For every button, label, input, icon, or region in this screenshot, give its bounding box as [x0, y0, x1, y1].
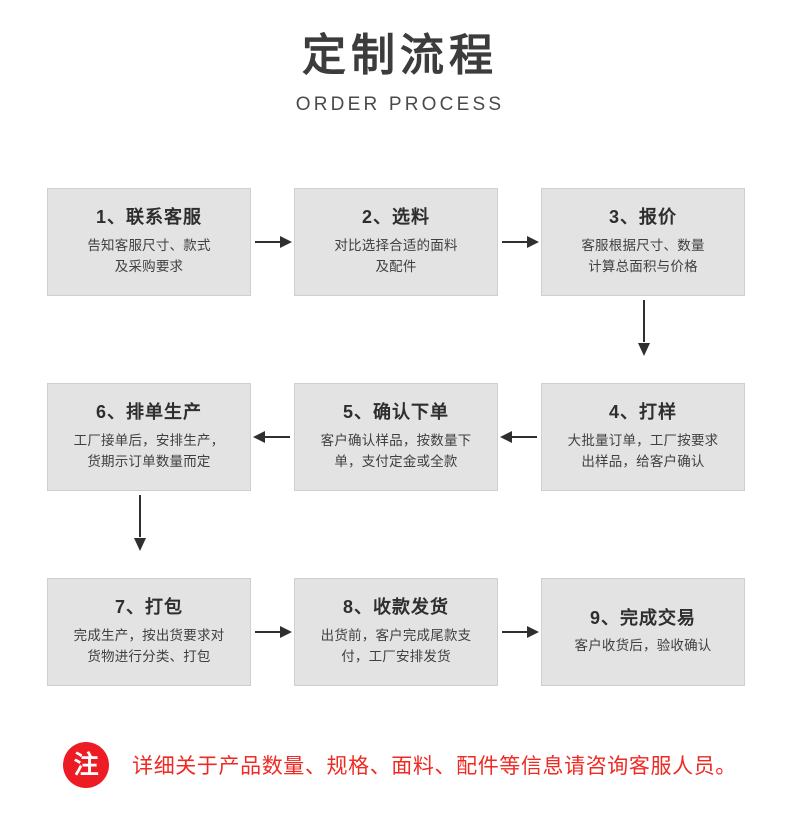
arrow-shaft — [139, 495, 141, 537]
step-description: 完成生产，按出货要求对 货物进行分类、打包 — [74, 626, 225, 668]
arrow-shaft — [255, 241, 282, 243]
process-step-box-5: 5、确认下单 客户确认样品，按数量下 单，支付定金或全款 — [294, 383, 498, 491]
step-title: 8、收款发货 — [342, 597, 449, 618]
page-title-cn: 定制流程 — [302, 31, 498, 80]
arrow-shaft — [263, 436, 290, 438]
process-step-box-7: 7、打包 完成生产，按出货要求对 货物进行分类、打包 — [47, 578, 251, 686]
step-title: 1、联系客服 — [95, 207, 202, 228]
arrow-right-icon — [498, 236, 541, 248]
page-title-en: ORDER PROCESS — [295, 94, 505, 116]
arrow-head — [253, 431, 265, 443]
process-step-box-6: 6、排单生产 工厂接单后，安排生产， 货期示订单数量而定 — [47, 383, 251, 491]
arrow-shaft — [502, 631, 529, 633]
step-description-line: 出样品，给客户确认 — [581, 453, 705, 469]
arrow-right-icon — [251, 626, 294, 638]
arrow-head — [527, 626, 539, 638]
step-description-line: 出货前，客户完成尾款支 — [320, 627, 472, 643]
process-step-box-4: 4、打样 大批量订单，工厂按要求 出样品，给客户确认 — [541, 383, 745, 491]
step-description: 告知客服尺寸、款式 及采购要求 — [87, 236, 210, 278]
process-step-box-2: 2、选料 对比选择合适的面料 及配件 — [294, 188, 498, 296]
arrow-left-icon — [251, 431, 294, 443]
step-description: 大批量订单，工厂按要求 出样品，给客户确认 — [568, 431, 719, 473]
step-description-line: 客户确认样品，按数量下 — [320, 432, 472, 448]
step-description: 客户收货后，验收确认 — [575, 636, 712, 657]
step-description-line: 工厂接单后，安排生产， — [73, 432, 225, 448]
flow-row-2: 6、排单生产 工厂接单后，安排生产， 货期示订单数量而定 5、确认下单 客户确认… — [47, 383, 745, 551]
arrow-left-icon — [498, 431, 541, 443]
step-description-line: 客户收货后，验收确认 — [574, 638, 712, 654]
step-description: 客户确认样品，按数量下 单，支付定金或全款 — [321, 431, 472, 473]
step-description-line: 单，支付定金或全款 — [334, 453, 458, 469]
step-description-line: 及采购要求 — [114, 258, 184, 274]
arrow-down-icon — [134, 495, 146, 551]
step-title: 6、排单生产 — [95, 402, 202, 423]
step-description: 对比选择合适的面料 及配件 — [334, 236, 457, 278]
arrow-shaft — [255, 631, 282, 633]
step-title: 2、选料 — [361, 207, 430, 228]
step-description: 工厂接单后，安排生产， 货期示订单数量而定 — [74, 431, 225, 473]
footer-note: 注 详细关于产品数量、规格、面料、配件等信息请咨询客服人员。 — [0, 742, 800, 788]
arrow-right-icon — [251, 236, 294, 248]
process-step-box-3: 3、报价 客服根据尺寸、数量 计算总面积与价格 — [541, 188, 745, 296]
process-step-box-8: 8、收款发货 出货前，客户完成尾款支 付，工厂安排发货 — [294, 578, 498, 686]
step-title: 5、确认下单 — [342, 402, 449, 423]
arrow-head — [527, 236, 539, 248]
arrow-right-icon — [498, 626, 541, 638]
arrow-shaft — [643, 300, 645, 342]
step-description: 客服根据尺寸、数量 计算总面积与价格 — [581, 236, 704, 278]
flow-row-1: 1、联系客服 告知客服尺寸、款式 及采购要求 2、选料 对比选择合适的面料 及配… — [47, 188, 745, 356]
process-step-box-1: 1、联系客服 告知客服尺寸、款式 及采购要求 — [47, 188, 251, 296]
step-description-line: 付，工厂安排发货 — [341, 648, 451, 664]
step-description-line: 计算总面积与价格 — [588, 258, 698, 274]
note-text: 详细关于产品数量、规格、面料、配件等信息请咨询客服人员。 — [132, 755, 737, 778]
arrow-head — [500, 431, 512, 443]
arrow-head — [280, 236, 292, 248]
arrow-head — [638, 343, 650, 356]
arrow-head — [280, 626, 292, 638]
step-title: 4、打样 — [608, 402, 677, 423]
step-description-line: 及配件 — [375, 258, 417, 274]
step-description-line: 客服根据尺寸、数量 — [581, 237, 705, 253]
process-step-box-9: 9、完成交易 客户收货后，验收确认 — [541, 578, 745, 686]
step-description-line: 完成生产，按出货要求对 — [73, 627, 225, 643]
arrow-down-icon — [638, 300, 650, 356]
step-description-line: 对比选择合适的面料 — [334, 237, 458, 253]
step-description: 出货前，客户完成尾款支 付，工厂安排发货 — [321, 626, 472, 668]
process-flow-diagram: 1、联系客服 告知客服尺寸、款式 及采购要求 2、选料 对比选择合适的面料 及配… — [47, 188, 745, 686]
step-description-line: 大批量订单，工厂按要求 — [567, 432, 719, 448]
step-title: 3、报价 — [608, 207, 677, 228]
step-description-line: 货期示订单数量而定 — [87, 453, 211, 469]
page-header: 定制流程 ORDER PROCESS — [0, 0, 800, 116]
flow-row-3: 7、打包 完成生产，按出货要求对 货物进行分类、打包 8、收款发货 出货前，客户… — [47, 578, 745, 686]
step-description-line: 货物进行分类、打包 — [87, 648, 211, 664]
step-description-line: 告知客服尺寸、款式 — [87, 237, 211, 253]
arrow-shaft — [510, 436, 537, 438]
arrow-shaft — [502, 241, 529, 243]
step-title: 7、打包 — [114, 597, 183, 618]
arrow-head — [134, 538, 146, 551]
note-badge-icon: 注 — [63, 742, 110, 788]
step-title: 9、完成交易 — [589, 607, 696, 628]
